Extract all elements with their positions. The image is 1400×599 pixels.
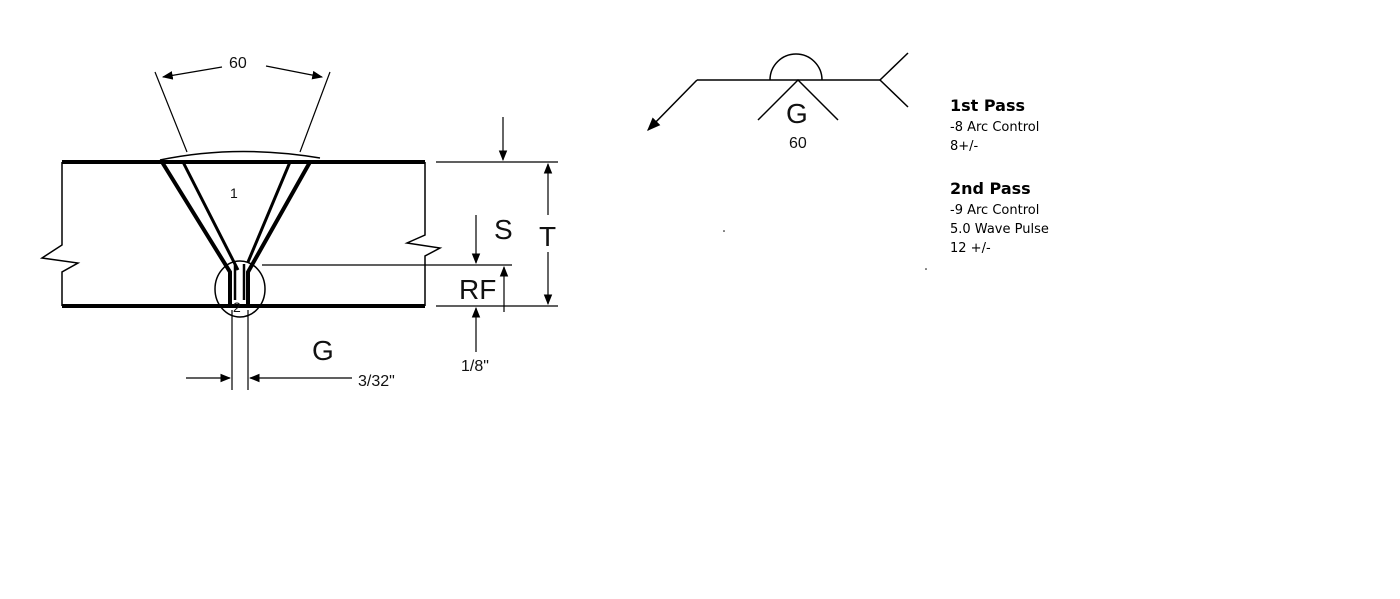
pass-1-line: 8+/- — [950, 139, 979, 154]
joint-cross-section — [39, 65, 558, 390]
symbol-g-label: G — [786, 98, 808, 129]
symbol-angle-label: 60 — [789, 135, 807, 152]
rf-label: RF — [459, 274, 496, 305]
pass-1-title: 1st Pass — [950, 96, 1026, 115]
right-break-line — [404, 162, 443, 306]
left-groove-face — [160, 160, 232, 306]
gap-value: 3/32" — [358, 373, 395, 390]
left-bevel-inner — [181, 161, 240, 271]
stray-dot — [925, 268, 927, 270]
arrow-leader — [647, 79, 698, 131]
pass-2-line: -9 Arc Control — [950, 203, 1040, 218]
right-bevel-inner — [246, 161, 292, 263]
angle-arrow-right — [265, 65, 324, 80]
pass-2-title: 2nd Pass — [950, 179, 1031, 198]
weld-cap — [159, 150, 321, 161]
root-pass-circle — [214, 260, 266, 318]
welding-symbol — [647, 52, 909, 131]
angle-label: 60 — [229, 55, 247, 72]
angle-arrow-left — [161, 66, 223, 80]
root-value: 1/8" — [461, 358, 489, 375]
tail-symbol — [878, 52, 909, 108]
g-label: G — [312, 335, 334, 366]
pass-1-line: -8 Arc Control — [950, 120, 1040, 135]
angle-ext-right — [299, 71, 331, 153]
pass-2-label: 2 — [233, 299, 241, 315]
stray-dot — [723, 230, 725, 232]
t-label: T — [539, 221, 556, 252]
left-break-line — [39, 162, 81, 306]
angle-ext-left — [154, 71, 188, 153]
right-groove-face — [246, 161, 312, 306]
pass-1-label: 1 — [230, 185, 238, 201]
s-label: S — [494, 214, 513, 245]
pass-2-line: 5.0 Wave Pulse — [950, 222, 1049, 237]
pass-2-notes: 2nd Pass -9 Arc Control 5.0 Wave Pulse 1… — [950, 179, 1049, 258]
v-groove-symbol — [757, 78, 839, 121]
melt-through-symbol — [769, 53, 823, 81]
pass-1-notes: 1st Pass -8 Arc Control 8+/- — [950, 96, 1039, 156]
pass-2-line: 12 +/- — [950, 241, 991, 256]
